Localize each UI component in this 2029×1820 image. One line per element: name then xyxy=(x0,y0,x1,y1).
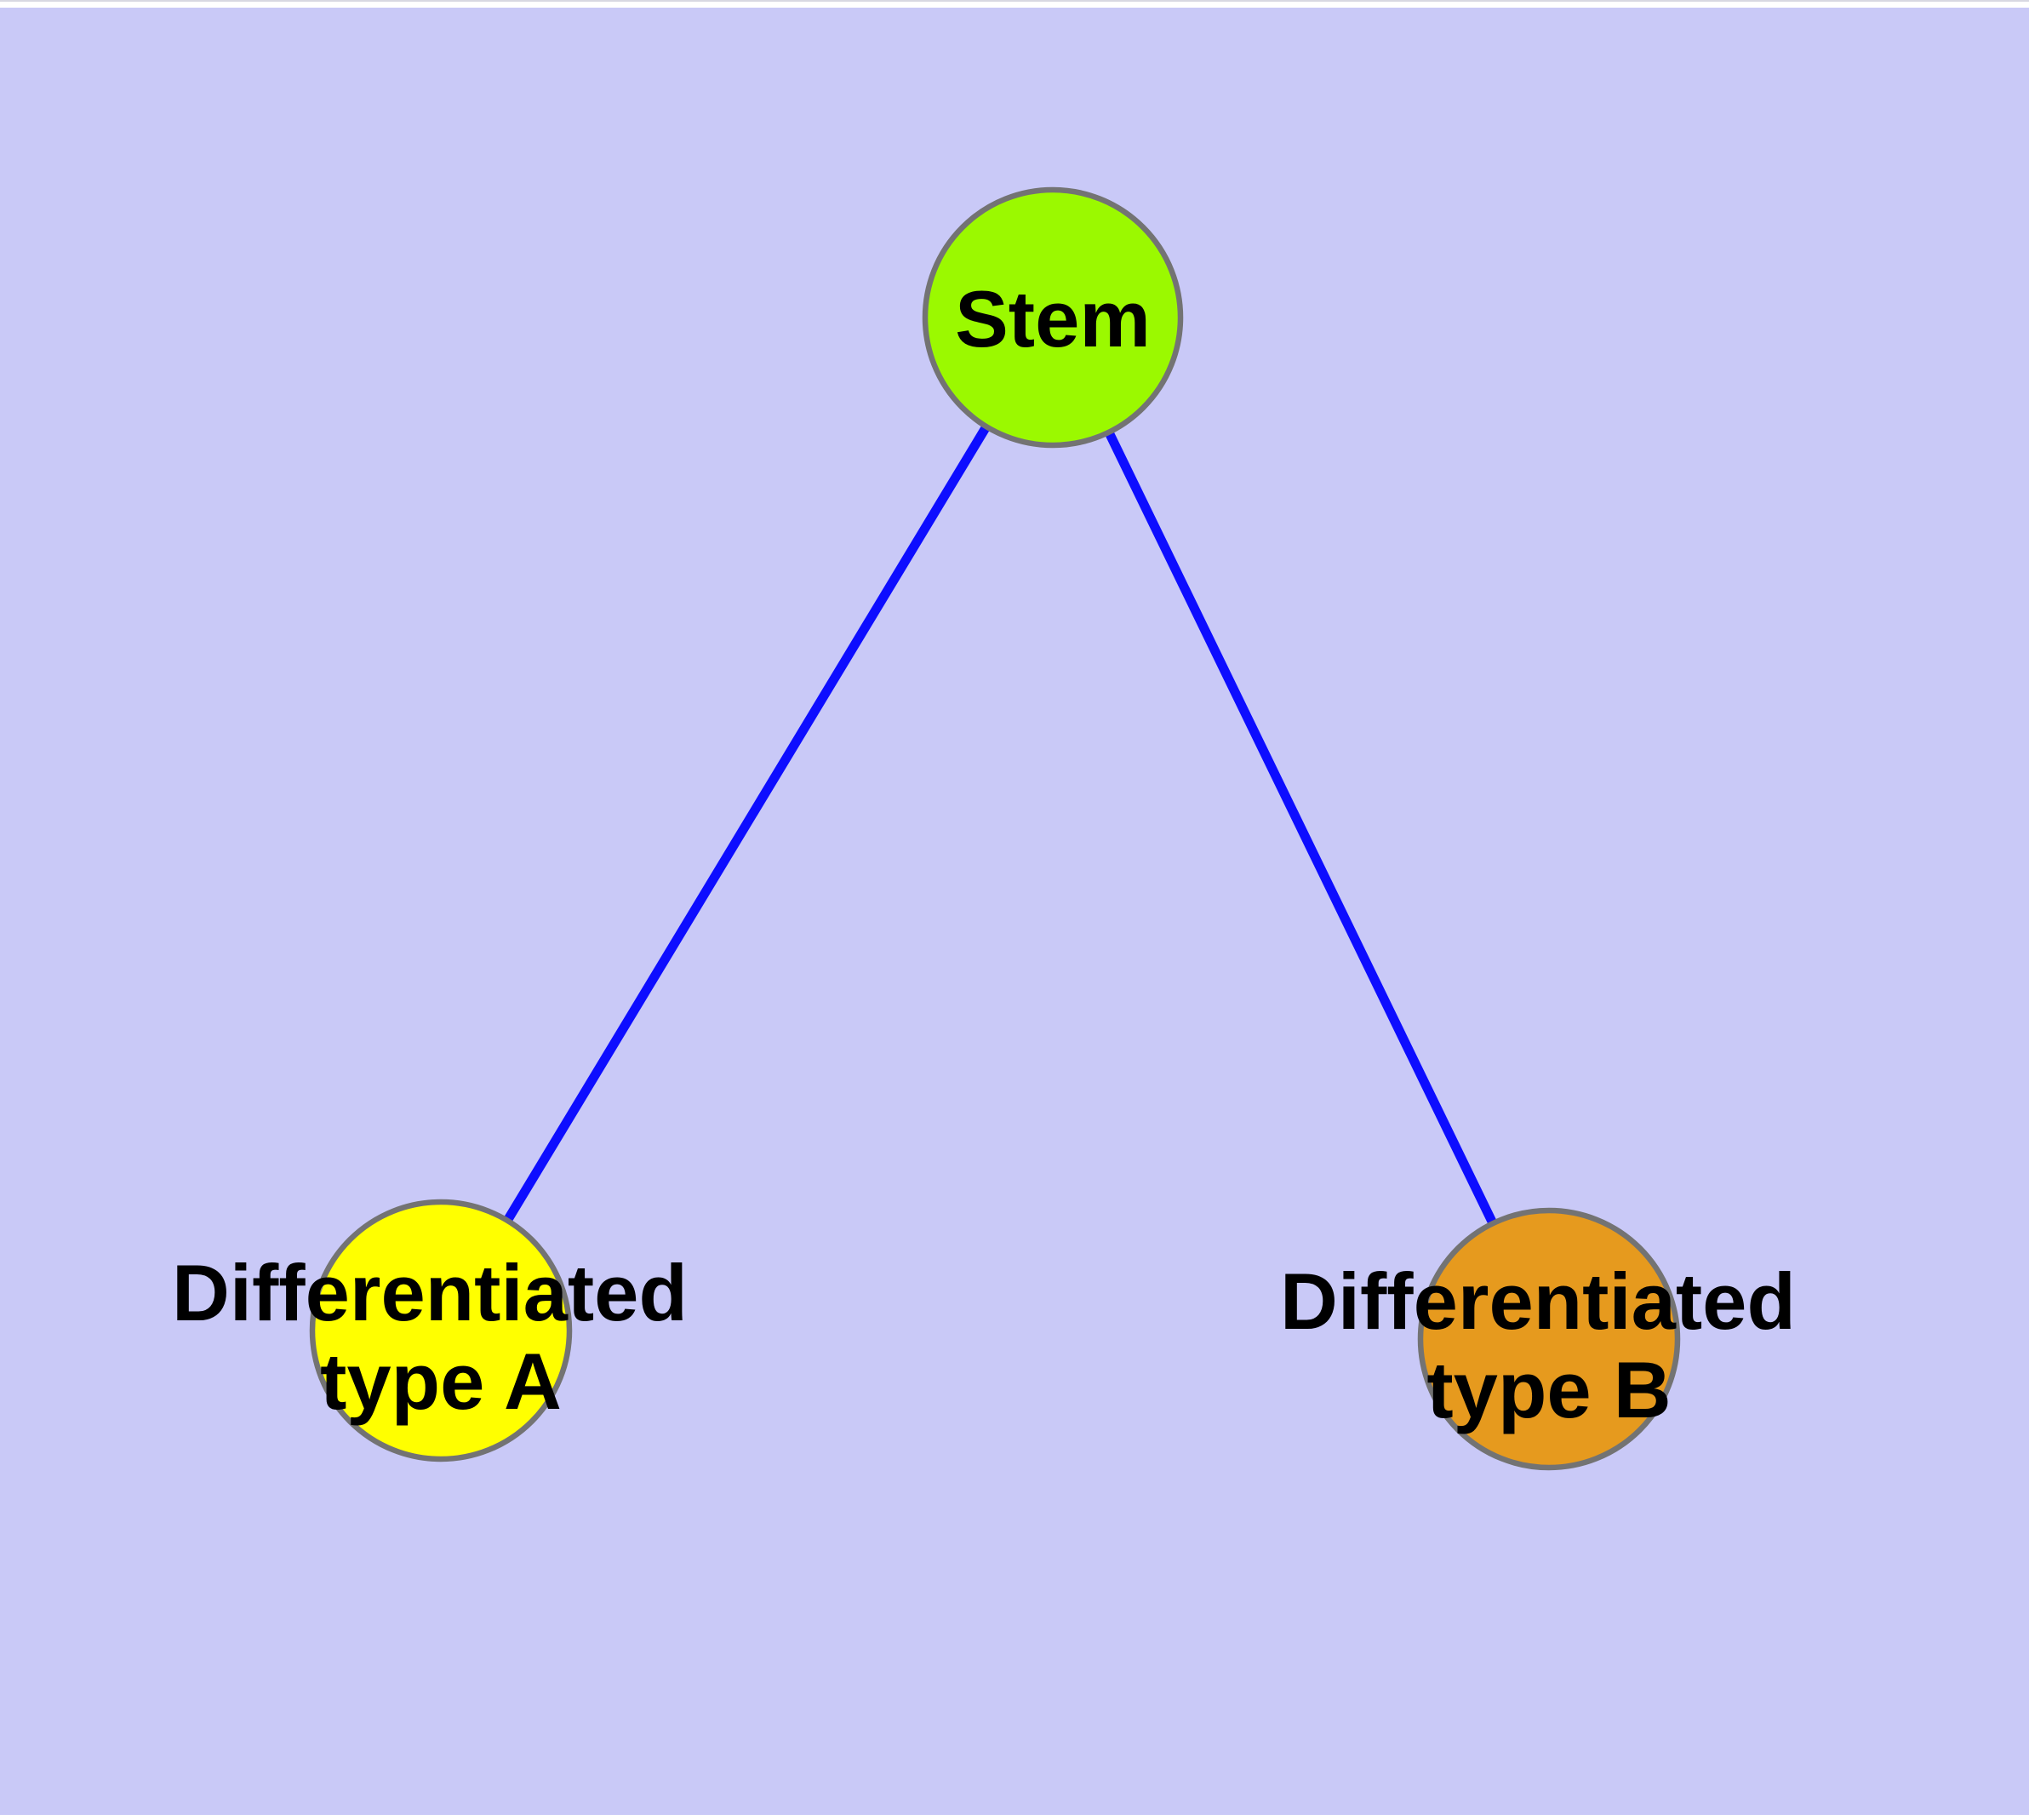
node-type-a-label-line-1: Differentiated xyxy=(172,1248,688,1337)
top-border-line xyxy=(0,0,2029,2)
node-type-b-label-line-1: Differentiated xyxy=(1280,1256,1796,1346)
node-stem: Stem xyxy=(922,186,1184,449)
node-stem-circle xyxy=(922,186,1184,449)
node-stem-label: Stem xyxy=(955,274,1151,363)
node-type-b-label: Differentiated type B xyxy=(1280,1256,1818,1434)
node-type-b-circle xyxy=(1417,1207,1681,1471)
node-type-a-label: Differentiated type A xyxy=(172,1248,710,1426)
node-differentiated-type-b: Differentiated type B xyxy=(1280,1207,1818,1471)
node-type-a-label-line-2: type A xyxy=(320,1336,562,1426)
edge-stem-to-type-b xyxy=(1105,430,1497,1226)
edge-stem-to-type-a xyxy=(503,424,991,1223)
node-type-b-label-line-2: type B xyxy=(1426,1345,1671,1434)
node-differentiated-type-a: Differentiated type A xyxy=(172,1199,710,1462)
node-type-a-circle xyxy=(309,1199,573,1462)
